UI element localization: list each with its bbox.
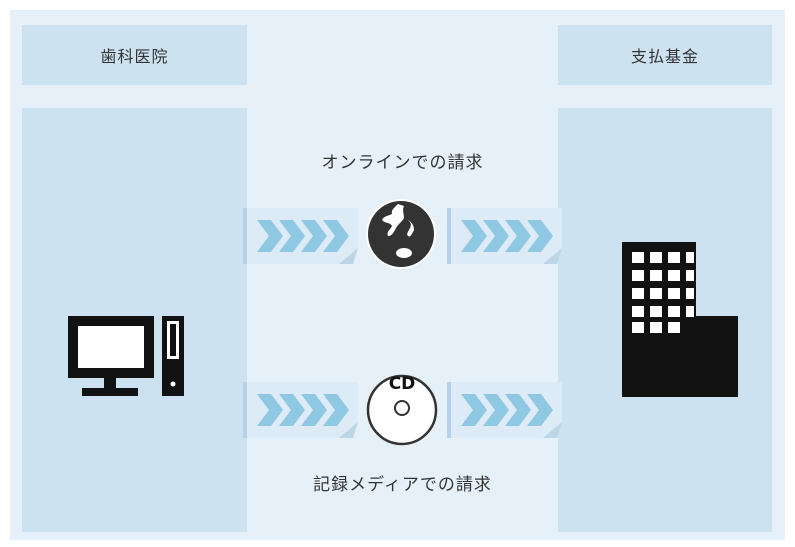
online-claim-label: オンラインでの請求 bbox=[321, 153, 484, 173]
payment-fund-header: 支払基金 bbox=[558, 25, 772, 85]
desktop-computer-icon bbox=[68, 316, 188, 402]
online-arrow-left bbox=[243, 208, 361, 270]
office-building-icon bbox=[622, 242, 740, 402]
cd-label: CD bbox=[388, 374, 416, 394]
payment-fund-label: 支払基金 bbox=[630, 47, 699, 66]
online-arrow-right bbox=[447, 208, 565, 270]
dental-clinic-header: 歯科医院 bbox=[22, 25, 247, 85]
media-arrow-right bbox=[447, 382, 565, 444]
media-arrow-left bbox=[243, 382, 361, 444]
globe-icon bbox=[364, 194, 438, 276]
media-claim-label: 記録メディアでの請求 bbox=[313, 475, 492, 495]
dental-clinic-label: 歯科医院 bbox=[100, 47, 169, 66]
cd-icon: CD bbox=[366, 368, 438, 452]
